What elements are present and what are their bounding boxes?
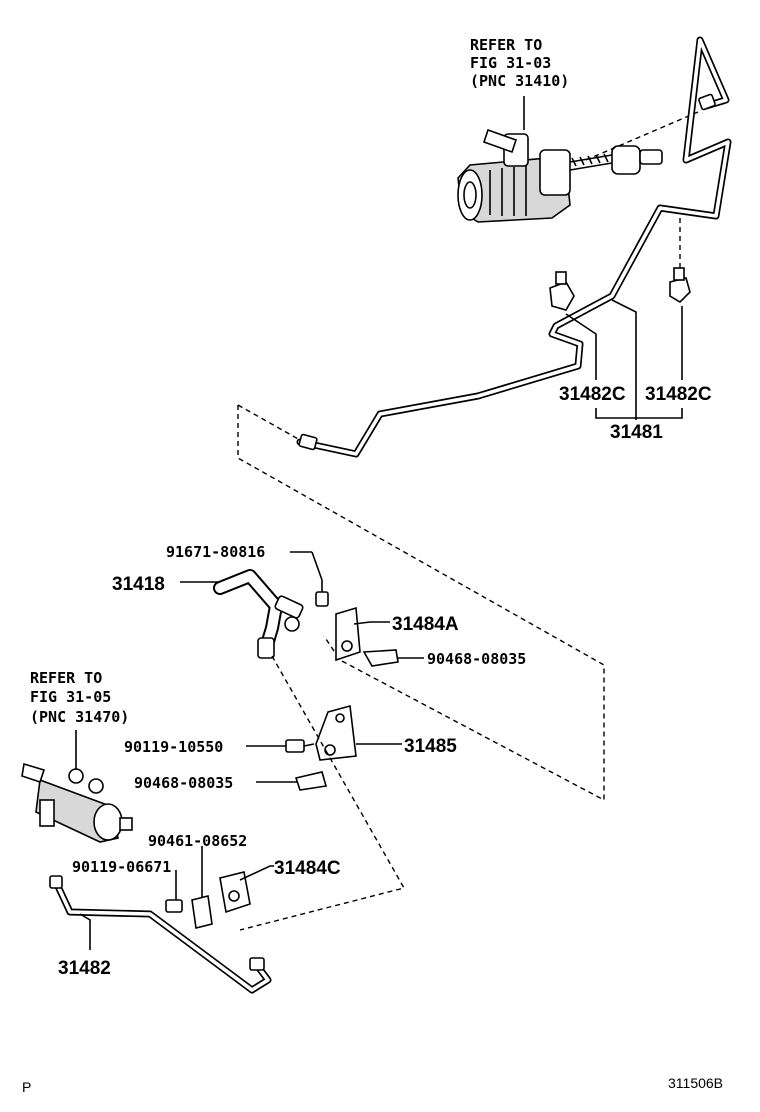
label-31482c-b: 31482C [645, 384, 712, 405]
label-31482c-a: 31482C [559, 384, 626, 405]
label-90119-b: 90119-06671 [72, 858, 171, 876]
refer-top-line2: FIG 31-03 [470, 54, 551, 72]
release-cylinder [21, 762, 133, 843]
leader-31482c-a [565, 313, 597, 380]
label-90461: 90461-08652 [148, 832, 247, 850]
pipe-31481 [296, 36, 732, 458]
refer-top-line3: (PNC 31410) [470, 72, 569, 90]
pipe-31482 [49, 875, 272, 994]
master-cylinder [457, 128, 663, 223]
refer-left-line3: (PNC 31470) [30, 708, 129, 726]
label-31481: 31481 [610, 422, 663, 443]
refer-left-line2: FIG 31-05 [30, 688, 111, 706]
bracket-31481 [595, 408, 683, 419]
label-31485: 31485 [404, 736, 457, 757]
bolt-90119-b [165, 899, 183, 913]
clamp-31482c-left [549, 271, 575, 311]
outline-link [237, 404, 301, 441]
bolt-90119-a [285, 739, 315, 753]
clip-90468-upper [362, 649, 399, 667]
figure-code: 311506B [668, 1075, 723, 1091]
leader-31484c [239, 865, 274, 881]
bracket-31484a [335, 606, 361, 662]
label-31484c: 31484C [274, 858, 341, 879]
bracket-31485 [315, 704, 357, 761]
label-90468-b: 90468-08035 [134, 774, 233, 792]
footer-left-code: P [22, 1079, 31, 1095]
label-31482: 31482 [58, 958, 111, 979]
clamp-31482c-right [669, 267, 691, 304]
leader-31482 [79, 913, 91, 950]
leader-91671-b [311, 551, 323, 581]
mc-pipe-link [585, 111, 699, 161]
label-31484a: 31484A [392, 614, 459, 635]
label-31418: 31418 [112, 574, 165, 595]
bracket-90461 [191, 895, 213, 929]
leader-31484a [353, 621, 390, 625]
hose-pipe-link [239, 655, 406, 931]
label-90119-a: 90119-10550 [124, 738, 223, 756]
bolt-91671 [315, 580, 329, 607]
hose-31418 [213, 569, 304, 659]
clip-90468-lower [294, 771, 328, 791]
clamp-31484c [219, 871, 251, 914]
refer-left-line1: REFER TO [30, 669, 102, 687]
refer-top-line1: REFER TO [470, 36, 542, 54]
leader-31481 [611, 299, 637, 420]
label-91671: 91671-80816 [166, 543, 265, 561]
label-90468-a: 90468-08035 [427, 650, 526, 668]
